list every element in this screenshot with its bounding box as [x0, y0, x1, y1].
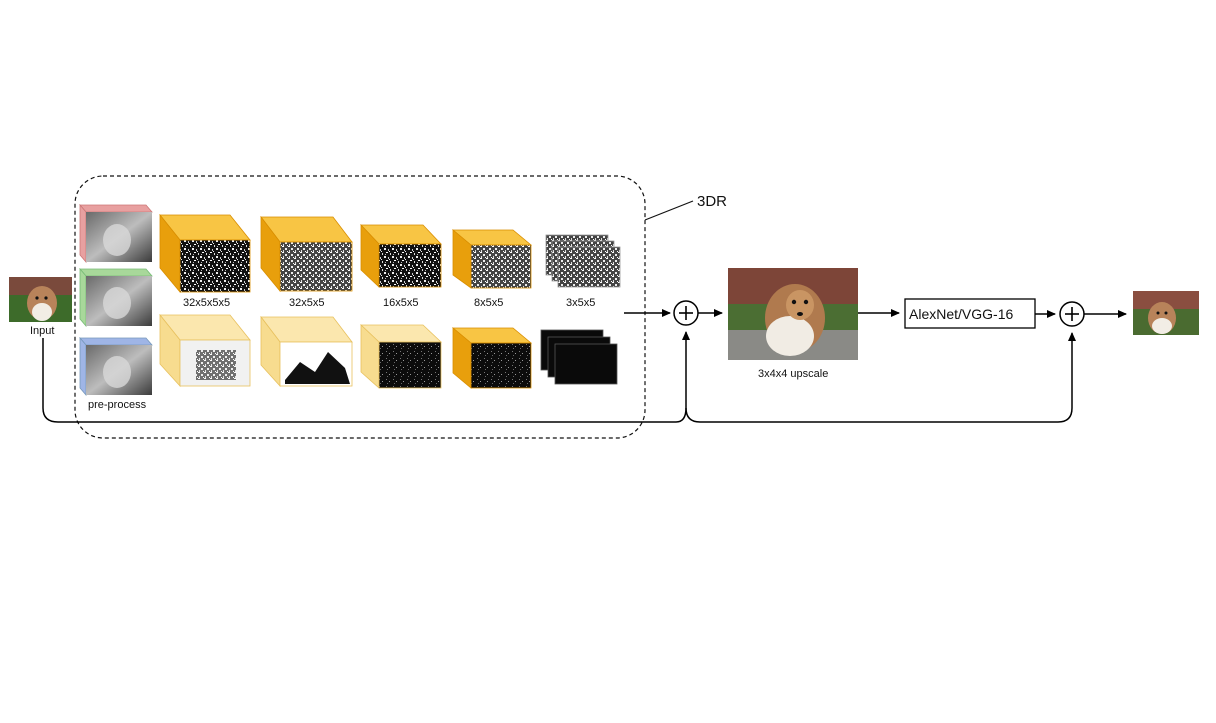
group-3dr-leader	[644, 200, 694, 221]
network-box	[904, 298, 1036, 329]
cube-bottom-2	[260, 315, 353, 388]
input-image	[9, 277, 72, 322]
channel-red	[79, 203, 153, 264]
layer-label-2: 32x5x5	[289, 297, 324, 309]
cube-top-3	[360, 223, 442, 288]
input-label: Input	[30, 325, 54, 337]
cube-top-2	[260, 215, 353, 293]
cube-bottom-1	[159, 313, 251, 388]
cube-bottom-4	[451, 327, 533, 389]
group-3dr-border	[74, 175, 646, 439]
layer-label-4: 8x5x5	[474, 297, 503, 309]
channel-blue	[79, 336, 153, 397]
cube-bottom-3	[359, 324, 443, 389]
layer-label-3: 16x5x5	[383, 297, 418, 309]
sum-node-2	[1059, 301, 1085, 327]
skip-connection-upscale	[685, 332, 1076, 423]
stack-bottom-5	[540, 329, 618, 385]
sum-node-1	[673, 300, 699, 326]
group-3dr-label: 3DR	[697, 193, 727, 210]
upscale-label: 3x4x4 upscale	[758, 368, 828, 380]
channel-green	[79, 267, 153, 328]
output-image	[1133, 291, 1199, 335]
cube-top-1	[159, 213, 251, 294]
network-label: AlexNet/VGG-16	[909, 306, 1013, 322]
layer-label-5: 3x5x5	[566, 297, 595, 309]
layer-label-1: 32x5x5x5	[183, 297, 230, 309]
cube-top-4	[451, 229, 533, 289]
upscaled-image	[728, 268, 858, 360]
preprocess-label: pre-process	[88, 399, 147, 411]
skip-connection-input	[42, 331, 690, 423]
stack-top-5	[545, 234, 621, 288]
